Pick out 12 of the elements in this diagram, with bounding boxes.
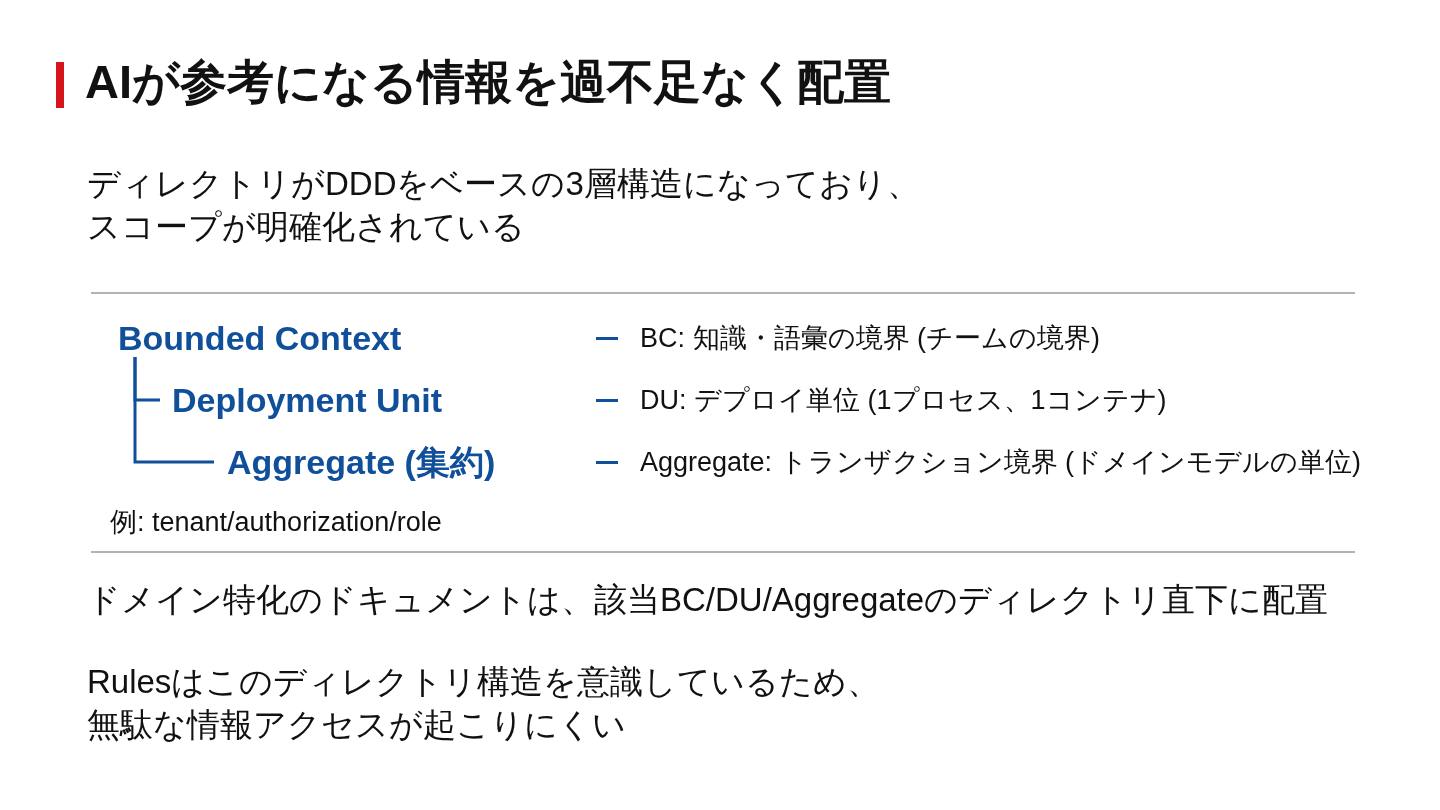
description-text: BC: 知識・語彙の境界 (チームの境界) xyxy=(640,322,1100,354)
description-text: Aggregate: トランザクション境界 (ドメインモデルの単位) xyxy=(640,446,1362,478)
description-text: DU: デプロイ単位 (1プロセス、1コンテナ) xyxy=(640,384,1167,416)
lead-text: ディレクトリがDDDをベースの3層構造になっており、スコープが明確化されている xyxy=(87,163,921,247)
slide-title: AIが参考になる情報を過不足なく配置 xyxy=(85,55,891,109)
body-text: ドメイン特化のドキュメントは、該当BC/DU/Aggregateのディレクトリ直下に配置 xyxy=(87,580,1329,620)
example-text: 例: tenant/authorization/role xyxy=(110,506,442,538)
tree-label: Deployment Unit xyxy=(160,381,443,419)
tree-label: Aggregate (集約) xyxy=(214,443,496,481)
connector-line xyxy=(133,357,214,464)
tree-label: Bounded Context xyxy=(118,319,402,357)
body-text: Rulesはこのディレクトリ構造を意識しているため、無駄な情報アクセスが起こりにくい xyxy=(87,661,882,745)
